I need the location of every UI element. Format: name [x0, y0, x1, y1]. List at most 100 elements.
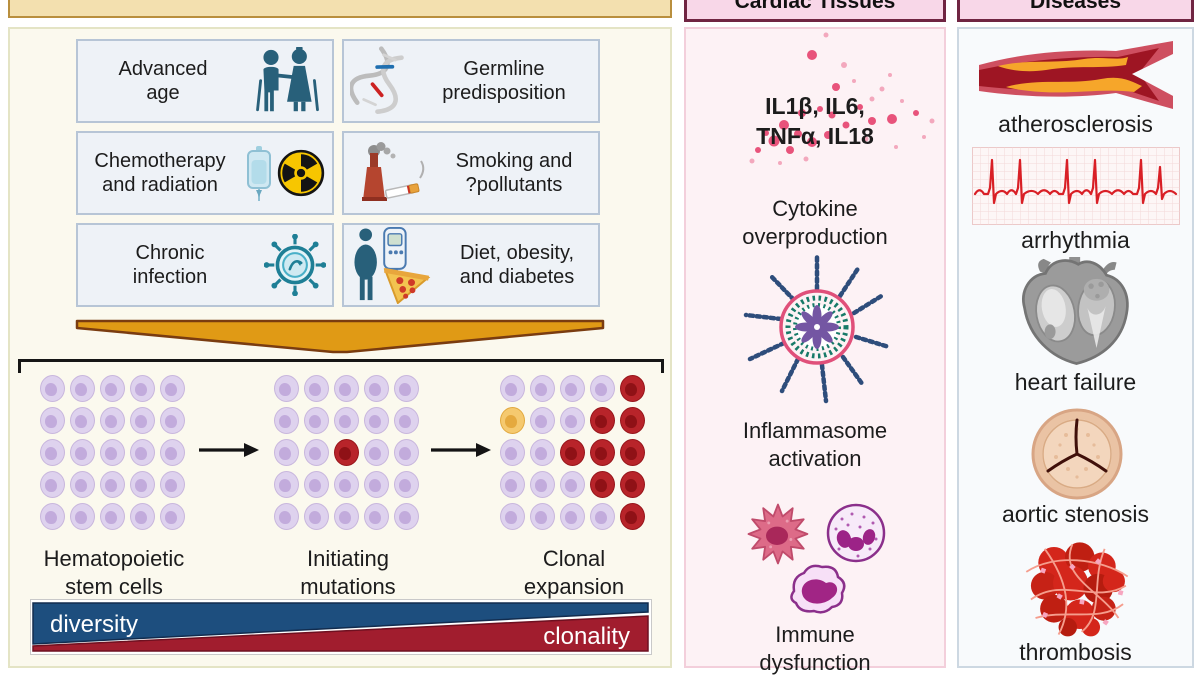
risk-box-diet: Diet, obesity, and diabetes: [342, 223, 600, 307]
atherosclerosis-icon: [979, 41, 1175, 109]
hsc-cell: [590, 471, 615, 498]
hsc-cell: [334, 375, 359, 402]
hsc-cell: [530, 503, 555, 530]
hsc-cell: [394, 375, 419, 402]
immune-caption: Immune dysfunction: [759, 622, 871, 675]
cytokine-dots-icon: [749, 32, 935, 165]
hsc-cell: [100, 407, 125, 434]
hsc-cell: [334, 407, 359, 434]
stage-hematopoietic: Hematopoietic stem cells: [38, 375, 190, 601]
hsc-cell: [274, 471, 299, 498]
risk-factor-grid: Advanced age: [76, 39, 600, 307]
risk-factors-header-bar: [8, 0, 672, 18]
hsc-cell: [560, 375, 585, 402]
hsc-cell: [590, 503, 615, 530]
hsc-cell: [364, 503, 389, 530]
hsc-cell: [40, 471, 65, 498]
hsc-cell: [304, 375, 329, 402]
hsc-cell: [500, 439, 525, 466]
hsc-cell: [620, 375, 645, 402]
hsc-cell: [100, 503, 125, 530]
hsc-cell: [70, 375, 95, 402]
clonality-label: clonality: [543, 623, 630, 650]
disease-label: arrhythmia: [1021, 227, 1130, 253]
hsc-cell: [334, 503, 359, 530]
risk-box-infection: Chronic infection: [76, 223, 334, 307]
hsc-cell: [160, 375, 185, 402]
hsc-cell: [590, 407, 615, 434]
diversity-clonality-gradient: diversity clonality: [30, 599, 652, 655]
funnel-arrow: [74, 319, 606, 355]
stage-label: Hematopoietic stem cells: [43, 546, 185, 600]
stage-clonal-expansion: Clonal expansion: [498, 375, 650, 601]
hsc-cell: [530, 407, 555, 434]
risk-label: Advanced age: [118, 57, 208, 104]
hsc-cell: [70, 407, 95, 434]
hsc-cell: [274, 439, 299, 466]
hsc-cell: [40, 375, 65, 402]
hsc-cell: [70, 503, 95, 530]
hsc-cell: [160, 471, 185, 498]
inflammasome-icon: [743, 255, 892, 404]
hsc-cell: [334, 471, 359, 498]
hsc-cell: [590, 439, 615, 466]
hsc-cell: [70, 439, 95, 466]
radiation-icon: [276, 148, 326, 198]
risk-label: Diet, obesity, and diabetes: [459, 241, 575, 288]
hsc-cell: [530, 375, 555, 402]
disease-label: atherosclerosis: [998, 111, 1153, 137]
risk-factors-panel: Advanced age: [8, 27, 672, 668]
hsc-grid: [274, 375, 422, 533]
stage-label: Initiating mutations: [300, 546, 396, 600]
disease-label: thrombosis: [1019, 639, 1132, 665]
risk-box-advanced-age: Advanced age: [76, 39, 334, 123]
hsc-cell: [560, 439, 585, 466]
stage-initiating-mutations: Initiating mutations: [272, 375, 424, 601]
hsc-cell: [590, 375, 615, 402]
hsc-cell: [530, 471, 555, 498]
hsc-cell: [40, 439, 65, 466]
dna-helix-icon: [350, 45, 408, 117]
hsc-cell: [620, 471, 645, 498]
panel-header-diseases: Diseases: [957, 0, 1194, 22]
hsc-cell: [620, 503, 645, 530]
hsc-cell: [160, 407, 185, 434]
right-arrow-icon: [430, 441, 492, 459]
hsc-cell: [304, 407, 329, 434]
hsc-cell: [304, 439, 329, 466]
hsc-cell: [160, 503, 185, 530]
right-arrow-icon: [198, 441, 260, 459]
hsc-cell: [500, 407, 525, 434]
hsc-cell: [394, 471, 419, 498]
risk-box-chemo-radiation: Chemotherapy and radiation: [76, 131, 334, 215]
hsc-cell: [394, 503, 419, 530]
virus-icon: [264, 234, 326, 296]
hsc-cell: [560, 503, 585, 530]
hsc-cell: [130, 471, 155, 498]
cytokine-names: IL1β, IL6, TNFα, IL18: [756, 93, 874, 150]
thrombosis-icon: [1025, 542, 1129, 637]
obesity-glucometer-pizza-icon: [350, 226, 434, 304]
disease-label: aortic stenosis: [1001, 501, 1149, 527]
hsc-cell: [70, 471, 95, 498]
hsc-grid: [500, 375, 648, 533]
hsc-cell: [40, 407, 65, 434]
hsc-cell: [620, 439, 645, 466]
hsc-cell: [100, 375, 125, 402]
risk-label: Chemotherapy and radiation: [94, 149, 226, 196]
diseases-header-label: Diseases: [1029, 0, 1122, 13]
hsc-cell: [364, 439, 389, 466]
hsc-cell: [364, 471, 389, 498]
hsc-cell: [530, 439, 555, 466]
hsc-cell: [160, 439, 185, 466]
heart-icon: [1022, 257, 1129, 365]
hsc-cell: [364, 407, 389, 434]
hsc-cell: [500, 375, 525, 402]
risk-label: Chronic infection: [132, 241, 208, 288]
hsc-cell: [130, 375, 155, 402]
collection-bracket: [18, 359, 664, 373]
hsc-cell: [334, 439, 359, 466]
risk-label: Germline predisposition: [442, 57, 566, 104]
factory-cigarette-icon: [350, 141, 428, 205]
ecg-icon: [972, 147, 1180, 225]
